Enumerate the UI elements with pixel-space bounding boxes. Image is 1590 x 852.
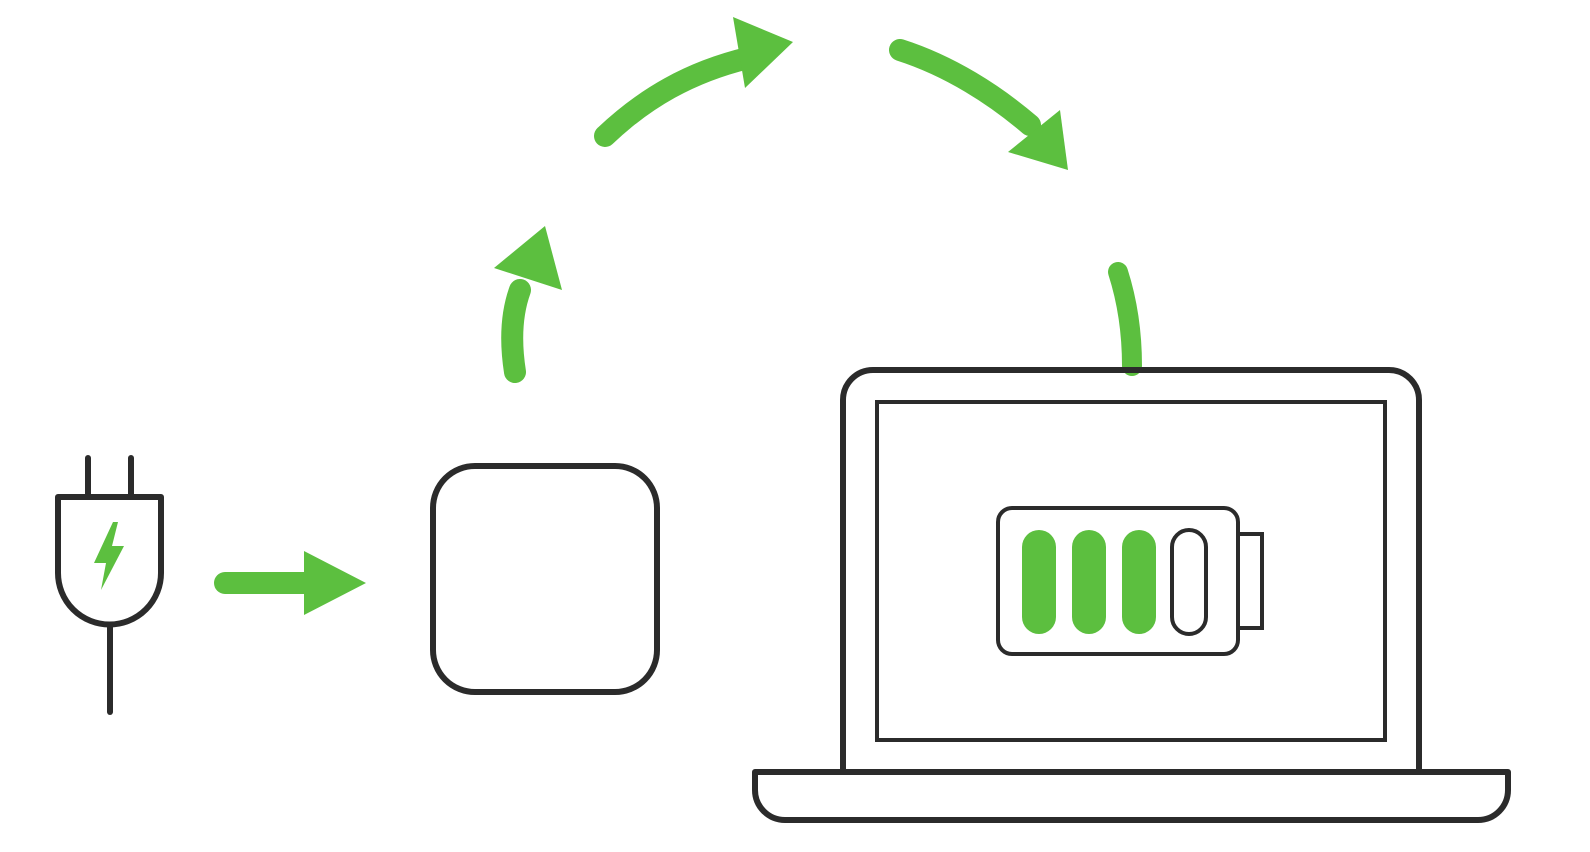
battery-cell-filled bbox=[1122, 530, 1156, 634]
laptop-screen bbox=[875, 400, 1387, 742]
battery-terminal bbox=[1236, 532, 1264, 630]
arrow-top-right bbox=[889, 39, 1068, 170]
arrow-head bbox=[1008, 110, 1068, 170]
power-adapter-icon bbox=[430, 463, 660, 695]
power-plug-icon bbox=[55, 455, 164, 715]
battery-cell-filled bbox=[1022, 530, 1056, 634]
laptop-icon bbox=[752, 367, 1511, 823]
arrow-head bbox=[733, 17, 793, 88]
arrow-head bbox=[494, 226, 562, 290]
arrow-top-left bbox=[594, 17, 793, 147]
arrow-adapter-up bbox=[494, 226, 562, 383]
battery-cell-empty bbox=[1170, 528, 1208, 636]
laptop-base bbox=[752, 769, 1511, 823]
arrow-shaft bbox=[501, 279, 531, 383]
laptop-lid bbox=[840, 367, 1422, 772]
battery-icon bbox=[996, 506, 1264, 656]
battery-cells bbox=[1022, 528, 1208, 636]
lightning-bolt-icon bbox=[94, 522, 124, 590]
arrow-shaft bbox=[594, 47, 759, 147]
laptop-cable bbox=[1108, 262, 1142, 376]
arrow-plug-to-adapter bbox=[214, 551, 366, 615]
battery-cell-filled bbox=[1072, 530, 1106, 634]
arrow-shaft bbox=[889, 39, 1041, 136]
arrow-head bbox=[304, 551, 366, 615]
